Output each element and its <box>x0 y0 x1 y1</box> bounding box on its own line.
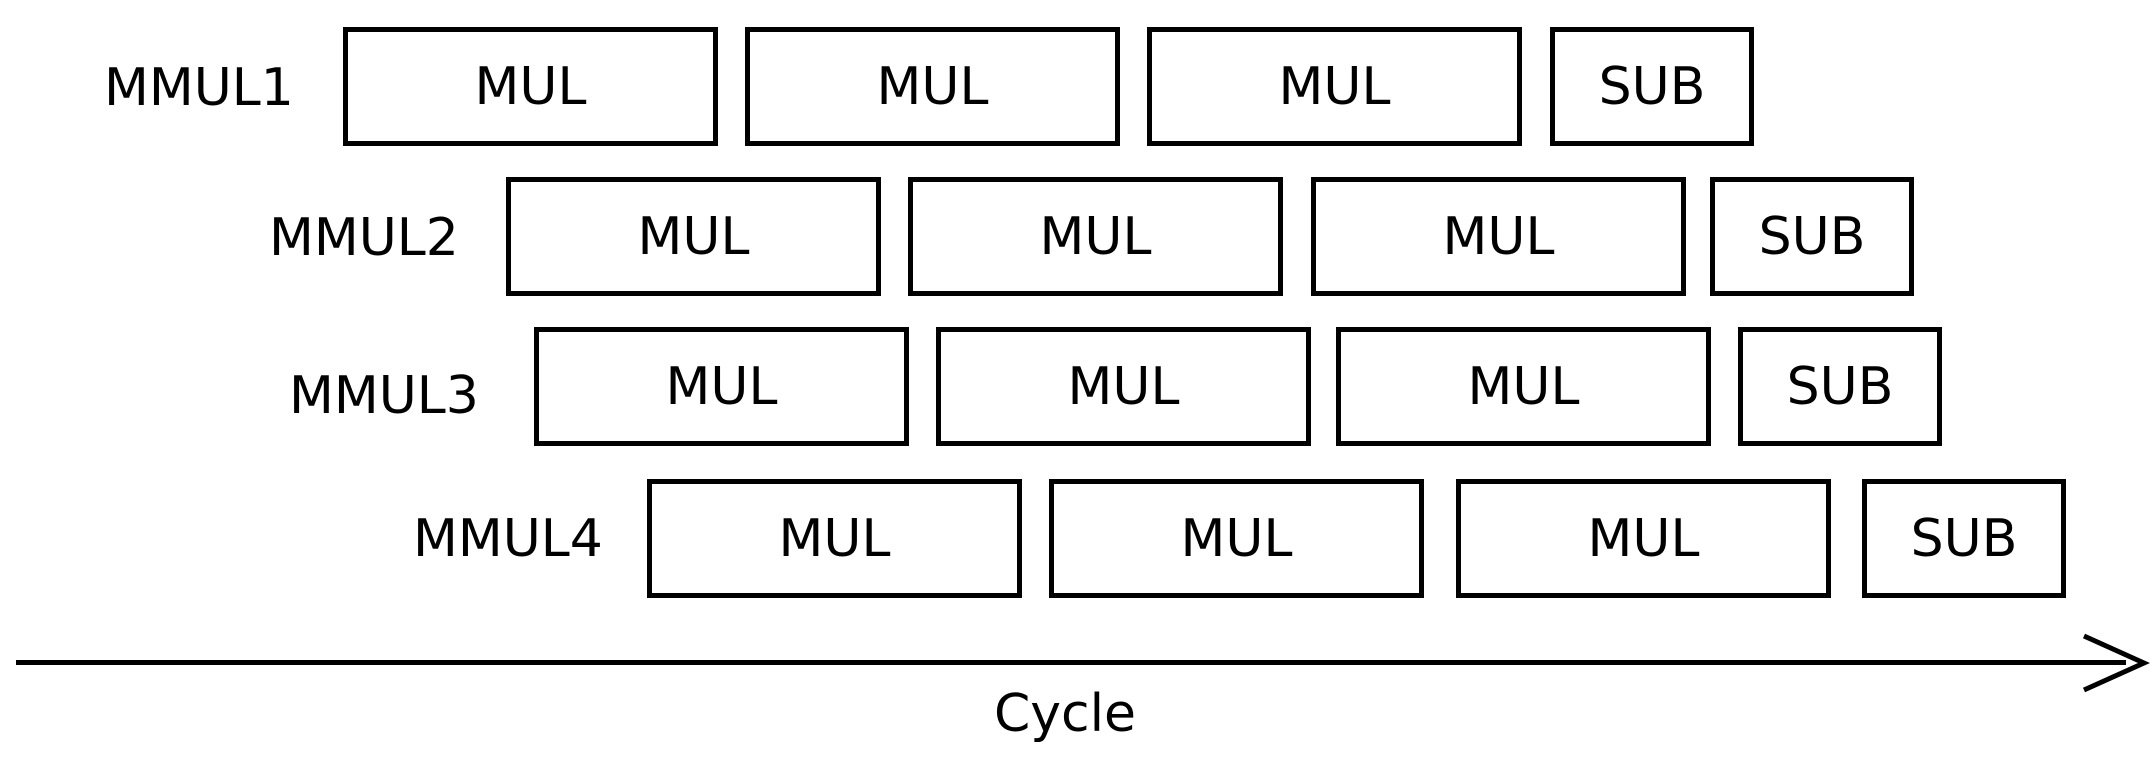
stage-box-mmul1-mul-2: MUL <box>745 27 1120 146</box>
stage-box-mmul4-mul-3: MUL <box>1456 479 1831 598</box>
cycle-axis-label: Cycle <box>993 684 1137 744</box>
stage-box-mmul2-sub: SUB <box>1710 177 1914 296</box>
axis-arrowhead-icon <box>2082 633 2150 693</box>
stage-box-mmul3-sub: SUB <box>1738 327 1942 446</box>
stage-box-mmul1-mul-3: MUL <box>1147 27 1522 146</box>
stage-box-mmul1-mul-1: MUL <box>343 27 718 146</box>
row-label-mmul3: MMUL3 <box>289 366 479 426</box>
stage-box-mmul1-sub: SUB <box>1550 27 1754 146</box>
stage-box-mmul4-mul-1: MUL <box>647 479 1022 598</box>
cycle-axis-line <box>16 660 2126 665</box>
stage-box-mmul3-mul-1: MUL <box>534 327 909 446</box>
row-label-mmul4: MMUL4 <box>413 509 603 569</box>
stage-box-mmul2-mul-2: MUL <box>908 177 1283 296</box>
stage-box-mmul2-mul-3: MUL <box>1311 177 1686 296</box>
stage-box-mmul4-sub: SUB <box>1862 479 2066 598</box>
stage-box-mmul2-mul-1: MUL <box>506 177 881 296</box>
row-label-mmul2: MMUL2 <box>269 208 459 268</box>
stage-box-mmul3-mul-2: MUL <box>936 327 1311 446</box>
row-label-mmul1: MMUL1 <box>104 58 294 118</box>
stage-box-mmul3-mul-3: MUL <box>1336 327 1711 446</box>
stage-box-mmul4-mul-2: MUL <box>1049 479 1424 598</box>
